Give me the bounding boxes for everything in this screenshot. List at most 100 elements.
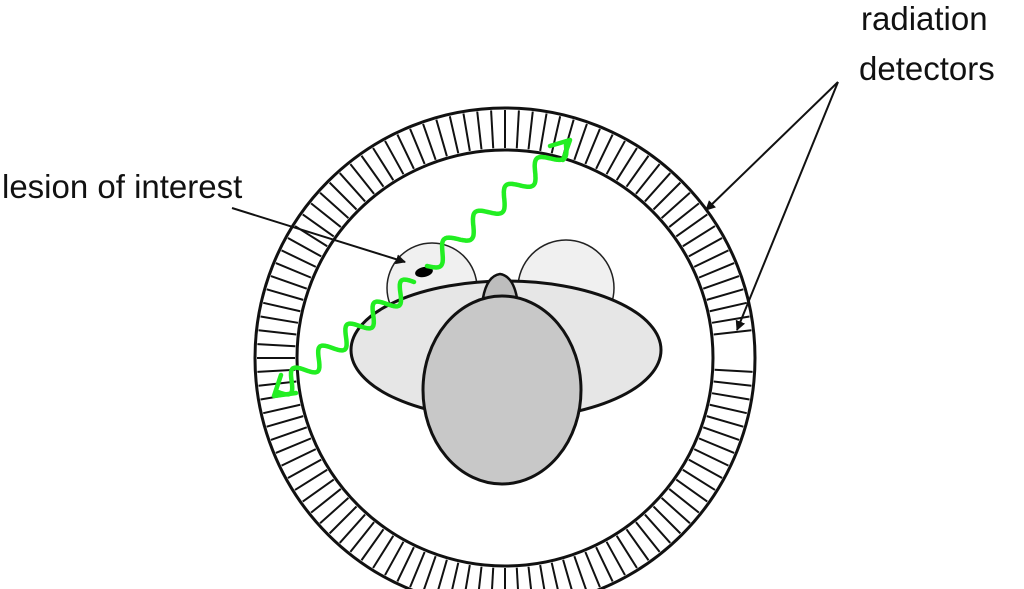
detector-element xyxy=(319,497,350,524)
detector-element xyxy=(515,567,519,589)
detector-element xyxy=(360,155,385,188)
detector-element xyxy=(328,181,358,211)
detector-element xyxy=(709,403,748,415)
detector-element xyxy=(527,111,534,150)
detector-element xyxy=(709,301,748,313)
detector-element xyxy=(539,564,546,589)
detector-element xyxy=(462,113,471,152)
detector-ring-outer-edge xyxy=(253,106,757,589)
head xyxy=(421,294,583,486)
detector-element xyxy=(668,202,700,228)
detector-element xyxy=(262,301,301,313)
detector-element xyxy=(644,172,671,203)
detectors-label-line1: radiation xyxy=(861,0,988,37)
detector-element xyxy=(550,562,559,589)
detector-element xyxy=(698,437,735,454)
detector-element xyxy=(652,505,682,535)
detector-element xyxy=(384,541,405,576)
detector-element xyxy=(257,343,296,348)
detector-element xyxy=(360,528,385,561)
detector-element xyxy=(302,213,335,238)
annotation-arrows xyxy=(231,81,839,331)
photon-arrowhead-lower-left xyxy=(271,372,299,399)
photon-arrowhead-upper-right xyxy=(547,137,573,163)
detector-element xyxy=(384,140,405,175)
detector-element xyxy=(573,123,588,161)
detector-element xyxy=(266,415,304,428)
detector-element xyxy=(562,559,573,589)
detector-element xyxy=(635,521,661,553)
detector-element xyxy=(714,368,753,373)
patient-cross-section xyxy=(349,239,663,486)
detector-elements xyxy=(257,110,753,589)
detector-element xyxy=(409,551,426,588)
detector-element xyxy=(625,155,650,188)
detector-element xyxy=(605,140,626,175)
detector-element xyxy=(349,521,375,553)
detector-element xyxy=(660,497,691,524)
lesion-label: lesion of interest xyxy=(2,168,242,205)
detector-element xyxy=(615,535,638,569)
detector-element xyxy=(328,505,358,535)
detector-element xyxy=(595,134,614,170)
detector-element xyxy=(595,546,614,582)
detector-element xyxy=(372,147,395,181)
detector-element xyxy=(688,458,723,479)
detector-element xyxy=(682,225,716,248)
detector-element xyxy=(448,115,460,154)
detector-element xyxy=(584,128,601,165)
detector-element xyxy=(258,329,297,336)
nose xyxy=(481,272,519,300)
detector-element xyxy=(625,528,650,561)
detector-element xyxy=(573,555,587,589)
detector-element xyxy=(675,213,708,238)
detectors-label-line2: detectors xyxy=(859,50,995,87)
detector-element xyxy=(409,128,426,165)
detector-element xyxy=(668,488,700,514)
detector-element xyxy=(515,110,520,149)
detector-element xyxy=(702,426,740,441)
detector-element xyxy=(491,567,495,589)
detector-element xyxy=(319,192,350,219)
detector-element xyxy=(464,564,471,589)
detector-element xyxy=(584,551,601,588)
detector-element xyxy=(396,134,415,170)
detector-element xyxy=(294,468,328,491)
detector-element xyxy=(435,119,448,157)
detector-element xyxy=(260,315,299,324)
detector-element xyxy=(422,123,437,161)
detector-element xyxy=(652,181,682,211)
annihilation-photons xyxy=(271,137,573,399)
detector-element xyxy=(711,392,750,401)
detector-element xyxy=(713,329,752,336)
detector-element xyxy=(706,288,744,301)
detector-element xyxy=(477,566,483,589)
detector-element xyxy=(693,448,729,467)
detector-element xyxy=(713,380,752,387)
detector-element xyxy=(287,237,322,258)
detector-element xyxy=(706,415,744,428)
detector-element xyxy=(550,115,562,154)
detector-element xyxy=(396,546,415,582)
detector-ring xyxy=(253,106,757,589)
photon-path-upper-right xyxy=(424,142,569,270)
detector-element xyxy=(339,172,366,203)
detector-element xyxy=(270,275,308,290)
detector-element xyxy=(275,437,312,454)
detector-element xyxy=(476,111,483,150)
detector-element xyxy=(310,202,342,228)
detector-element xyxy=(688,237,723,258)
detector-element xyxy=(644,513,671,544)
detector-element xyxy=(339,513,366,544)
detector-element xyxy=(675,478,708,503)
detector-pointer-arrow-2 xyxy=(735,81,839,331)
detector-element xyxy=(660,192,691,219)
detector-element xyxy=(302,478,335,503)
detector-element xyxy=(423,555,437,589)
detector-element xyxy=(281,249,317,268)
detector-pointer-arrow-1 xyxy=(705,81,839,211)
detector-element xyxy=(711,315,750,324)
lesion-marker xyxy=(415,266,433,278)
lesion-pointer-arrow xyxy=(231,207,406,265)
